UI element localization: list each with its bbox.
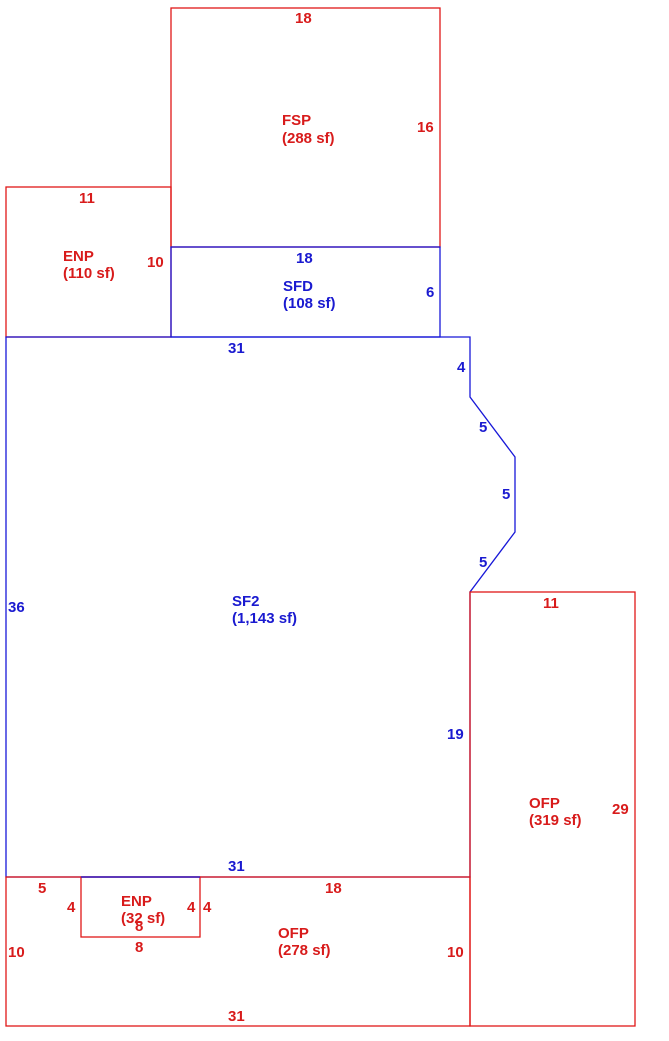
ofp-bottom-outline (5, 876, 471, 1027)
dim-sf2-left: 36 (8, 599, 25, 616)
ofp-right-size-label: (319 sf) (529, 812, 582, 829)
dim-enp-top-top: 11 (79, 190, 95, 207)
dim-enp-bottom-bottom-inner: 8 (135, 918, 143, 935)
dim-ofp-bottom-left: 10 (8, 944, 25, 961)
enp-bottom-size-label: (32 sf) (121, 910, 165, 927)
dim-fsp-right: 16 (417, 119, 434, 136)
dim-fsp-top: 18 (295, 10, 312, 27)
sfd-size-label: (108 sf) (283, 295, 336, 312)
dim-ofp-bottom-right: 10 (447, 944, 464, 961)
dim-enp-bottom-right-outer: 4 (203, 899, 212, 916)
dim-ofp-right-right: 29 (612, 801, 629, 818)
ofp-right-code-label: OFP (529, 795, 560, 812)
fsp-size-label: (288 sf) (282, 130, 335, 147)
dim-ofp-bottom-right-seg: 18 (325, 880, 342, 897)
dim-sf2-bay-upper: 5 (479, 419, 487, 436)
dim-ofp-bottom-left-seg: 5 (38, 880, 46, 897)
enp-top-size-label: (110 sf) (63, 265, 115, 282)
dim-enp-bottom-right-inner: 4 (187, 899, 196, 916)
ofp-bottom-code-label: OFP (278, 925, 309, 942)
dim-sfd-right: 6 (426, 284, 434, 301)
dim-sf2-right-upper: 4 (457, 359, 466, 376)
enp-top-code-label: ENP (63, 248, 94, 265)
enp-bottom-code-label: ENP (121, 893, 152, 910)
sfd-code-label: SFD (283, 278, 313, 295)
sf2-size-label: (1,143 sf) (232, 610, 297, 627)
dim-sf2-right-lower: 19 (447, 726, 464, 743)
dim-ofp-bottom-bottom: 31 (228, 1008, 245, 1025)
dim-sf2-bottom: 31 (228, 858, 245, 875)
ofp-right-outline (469, 591, 636, 1027)
fsp-code-label: FSP (282, 112, 311, 129)
dim-ofp-right-top: 11 (543, 595, 559, 612)
dim-sf2-bay-lower: 5 (479, 554, 487, 571)
sf2-outline (5, 336, 516, 878)
ofp-bottom-size-label: (278 sf) (278, 942, 331, 959)
dim-sfd-top: 18 (296, 250, 313, 267)
dim-enp-bottom-bottom-outer: 8 (135, 939, 143, 956)
dim-enp-top-right: 10 (147, 254, 164, 271)
sf2-code-label: SF2 (232, 593, 260, 610)
dim-enp-bottom-left: 4 (67, 899, 76, 916)
dim-sf2-top: 31 (228, 340, 245, 357)
dim-sf2-bay-middle: 5 (502, 486, 510, 503)
